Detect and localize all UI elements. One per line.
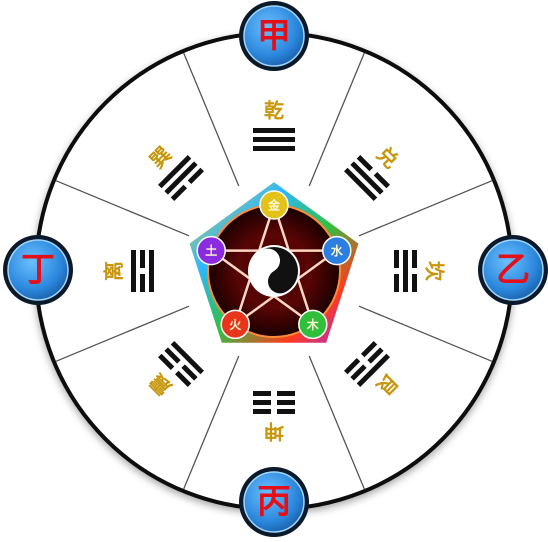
stem-char: 丙: [257, 482, 291, 522]
element-orb: [322, 235, 352, 266]
yin-half: [262, 247, 298, 294]
yang-line: [253, 146, 295, 151]
yang-line: [170, 341, 204, 375]
yang-line: [158, 155, 192, 189]
trigram-name: 离: [102, 261, 126, 281]
sector-divider: [183, 355, 240, 490]
yin-yang-icon: [248, 245, 300, 297]
element-label: 水: [331, 243, 344, 258]
yin-line: [412, 274, 417, 292]
yin-line: [394, 250, 399, 268]
yang-dot: [276, 277, 284, 286]
element-orb: [298, 309, 328, 340]
element-orb: [196, 235, 226, 266]
yang-line: [164, 161, 198, 195]
element-node: 木: [298, 309, 328, 340]
element-label: 木: [306, 317, 320, 332]
stem-char: 丁: [21, 250, 55, 290]
stem-seal-top: 甲: [239, 1, 309, 71]
yin-line: [158, 353, 175, 370]
element-node: 水: [322, 235, 352, 266]
yang-line: [356, 353, 390, 387]
stem-seal-left: 丁: [3, 235, 73, 305]
yin-line: [277, 409, 295, 414]
yin-line: [277, 400, 295, 405]
yin-line: [350, 364, 367, 381]
sector-dividers: [55, 52, 493, 490]
seal-face: [243, 5, 305, 67]
sector-divider: [358, 305, 493, 362]
yin-line: [360, 341, 378, 358]
trigram: 乾: [253, 99, 295, 151]
sector-divider: [55, 305, 190, 362]
yin-line: [253, 391, 271, 396]
yin-dot: [264, 256, 272, 265]
yin-line: [181, 364, 198, 381]
yin-line: [394, 274, 399, 292]
yin-line: [187, 167, 204, 185]
trigram: 离: [102, 250, 154, 292]
element-label: 金: [267, 198, 281, 213]
sector-divider: [308, 52, 365, 187]
element-node: 火: [220, 309, 250, 340]
yang-line: [149, 250, 154, 292]
yang-line: [350, 161, 384, 195]
yin-line: [253, 409, 271, 414]
stem-seal-bottom: 丙: [239, 467, 309, 537]
stem-char: 甲: [257, 16, 291, 56]
seal-face: [7, 239, 69, 301]
yin-line: [140, 250, 145, 268]
yin-line: [367, 347, 384, 364]
yin-line: [253, 400, 271, 405]
yin-line: [140, 274, 145, 292]
yang-line: [253, 137, 295, 142]
element-orb: [220, 309, 250, 340]
sector-divider: [308, 355, 365, 490]
yang-line: [253, 128, 295, 133]
element-orb: [259, 190, 289, 220]
seal-face: [243, 471, 305, 533]
yin-line: [356, 155, 373, 172]
stem-seal-right: 乙: [478, 235, 548, 305]
element-node: 金: [259, 190, 289, 220]
yang-line: [344, 167, 378, 201]
five-elements-emblem: 金水木 火 土: [187, 179, 361, 345]
trigram-name: 乾: [264, 99, 284, 123]
yin-line: [373, 172, 390, 189]
seal-face: [482, 239, 544, 301]
yin-line: [344, 357, 361, 375]
heavenly-stem-seals: 甲乙丙 丁: [3, 1, 548, 537]
yin-line: [170, 184, 188, 201]
trigram-name: 坎: [423, 261, 447, 282]
trigram: 坤: [253, 391, 295, 444]
yang-line: [131, 250, 136, 292]
yin-line: [277, 391, 295, 396]
sector-divider: [55, 180, 190, 237]
trigram-name: 坤: [264, 420, 284, 444]
stem-char: 乙: [496, 250, 530, 290]
sector-divider: [358, 180, 493, 237]
element-label: 土: [205, 243, 217, 258]
sector-divider: [183, 52, 240, 187]
element-label: 火: [229, 318, 242, 332]
element-node: 土: [196, 235, 226, 266]
yin-line: [412, 250, 417, 268]
yin-line: [164, 347, 181, 364]
trigram: 坎: [394, 250, 447, 292]
yang-line: [403, 250, 408, 292]
yin-line: [175, 370, 192, 387]
